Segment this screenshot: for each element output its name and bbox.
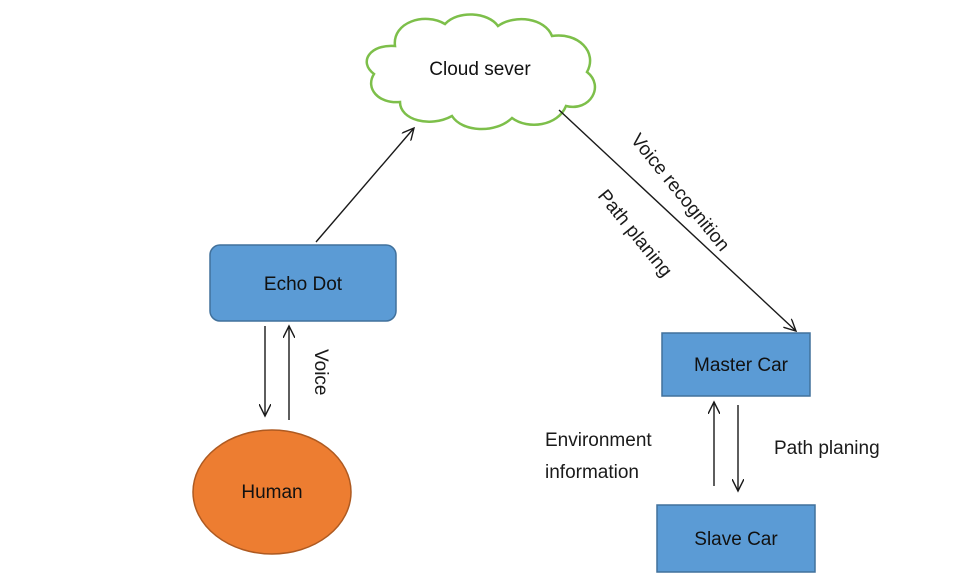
- human-node: Human: [192, 429, 352, 555]
- master-car-box: [661, 332, 811, 397]
- environment-label-line2: information: [545, 462, 639, 483]
- cloud-server-node: Cloud sever: [365, 13, 597, 131]
- voice-label: Voice: [310, 349, 331, 395]
- slave-car-label: Slave Car: [694, 529, 778, 550]
- human-ellipse: [192, 429, 352, 555]
- master-car-node: Master Car: [661, 332, 811, 397]
- arrow-cloud-to-master: [558, 109, 796, 331]
- cloud-server-label: Cloud sever: [429, 59, 531, 80]
- echo-dot-box: [209, 244, 397, 322]
- arrow-echo-to-cloud: [315, 128, 414, 243]
- path-planing-right-label: Path planing: [774, 438, 880, 459]
- echo-dot-label: Echo Dot: [264, 274, 343, 295]
- master-car-label: Master Car: [694, 355, 789, 376]
- path-planing-diagonal-label: Path planing: [593, 186, 676, 281]
- slave-car-node: Slave Car: [656, 504, 816, 573]
- human-label: Human: [241, 482, 302, 503]
- environment-label-line1: Environment: [545, 430, 652, 451]
- echo-dot-node: Echo Dot: [209, 244, 397, 322]
- slave-car-box: [656, 504, 816, 573]
- cloud-shape: [365, 13, 597, 131]
